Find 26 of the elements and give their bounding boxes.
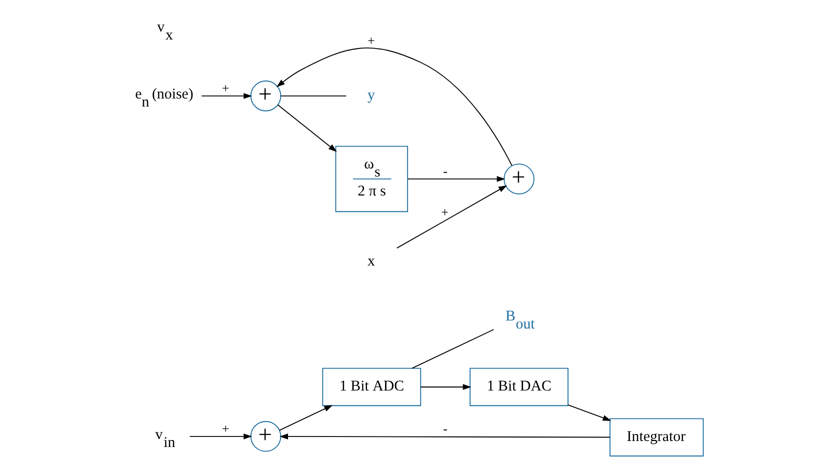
- arrow: [277, 104, 337, 152]
- arrow: [201, 93, 252, 99]
- arrow: [396, 185, 507, 249]
- node-box: 1 Bit ADC: [322, 368, 422, 406]
- node-box: 1 Bit DAC: [470, 368, 568, 406]
- edge-label: +: [367, 32, 375, 48]
- arrow: [420, 384, 472, 390]
- arrow: [568, 404, 612, 421]
- arrow: [279, 405, 333, 431]
- node-box: Integrator: [610, 418, 704, 456]
- arrow: [280, 434, 610, 440]
- connector: [412, 329, 494, 369]
- edge-label: -: [443, 420, 448, 436]
- node-circle: +: [250, 80, 282, 112]
- arrow: [407, 176, 506, 182]
- connector: [280, 95, 347, 96]
- edge-label: +: [222, 420, 230, 436]
- edge-label: +: [222, 80, 230, 96]
- arrow: [189, 433, 252, 440]
- arrow: [276, 48, 512, 166]
- edge-label: +: [441, 204, 449, 220]
- node-circle: +: [504, 164, 534, 194]
- edge-label: -: [443, 163, 448, 178]
- node-circle: +: [250, 421, 282, 452]
- node-text: x: [367, 254, 375, 270]
- node-text: y: [367, 87, 375, 104]
